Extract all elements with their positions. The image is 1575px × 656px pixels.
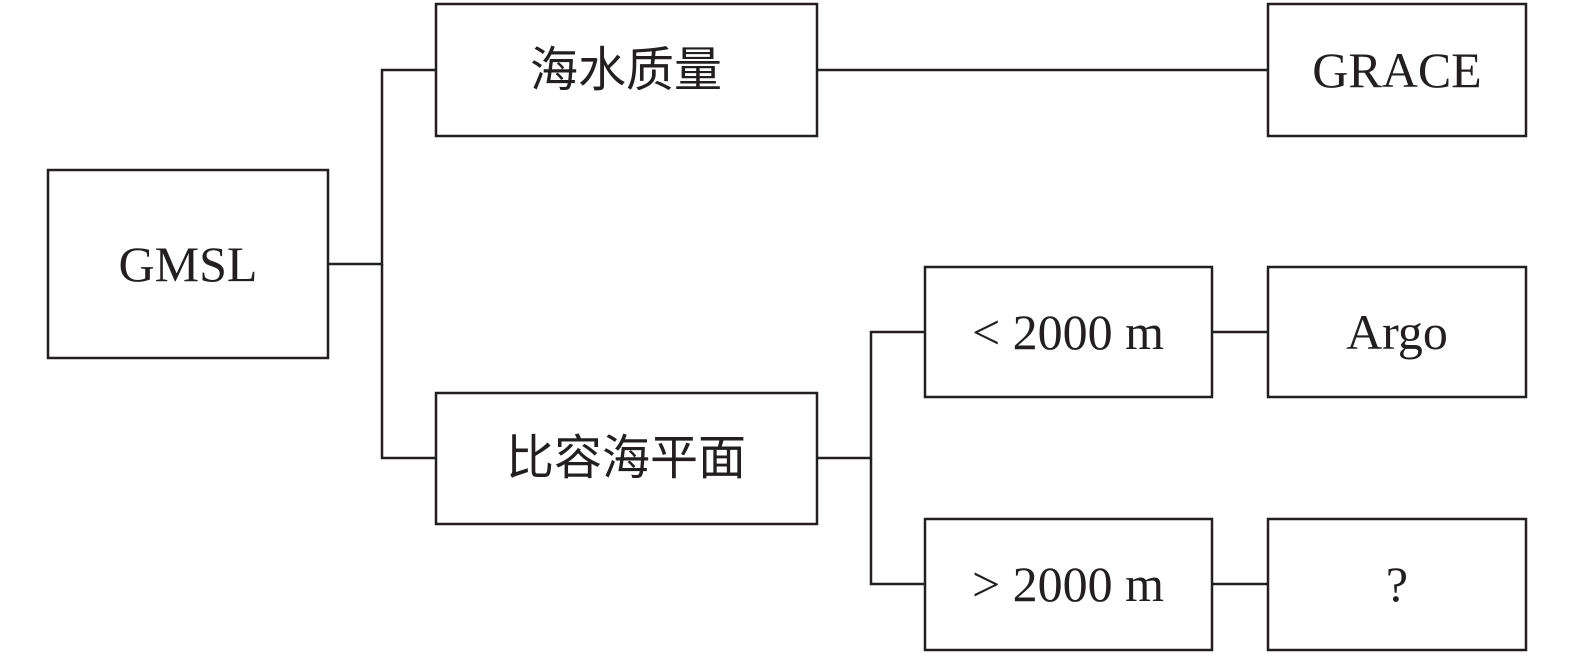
node-steric-sea-level: 比容海平面 — [434, 391, 819, 526]
connectors — [328, 68, 1268, 586]
node-unknown: ? — [1266, 517, 1528, 652]
node-ocean-mass-box — [434, 2, 819, 138]
node-gmsl: GMSL — [46, 168, 330, 360]
node-ocean-mass-label: 海水质量 — [530, 42, 722, 98]
node-grace-box — [1266, 2, 1528, 138]
node-deep: > 2000 m — [923, 517, 1214, 652]
node-gmsl-box — [46, 168, 330, 360]
node-argo-box — [1266, 265, 1528, 399]
node-argo-label: Argo — [1346, 304, 1448, 360]
node-deep-label: > 2000 m — [972, 556, 1164, 612]
connector-root-to-steric — [380, 264, 436, 460]
node-argo: Argo — [1266, 265, 1528, 399]
node-gmsl-label: GMSL — [119, 236, 258, 292]
node-grace: GRACE — [1266, 2, 1528, 138]
node-steric-sea-level-label: 比容海平面 — [506, 430, 746, 486]
node-shallow-label: < 2000 m — [972, 304, 1164, 360]
node-ocean-mass: 海水质量 — [434, 2, 819, 138]
connector-steric-to-shallow — [817, 330, 925, 460]
connector-root-to-ocean-mass — [328, 68, 436, 266]
node-steric-sea-level-box — [434, 391, 819, 526]
node-deep-box — [923, 517, 1214, 652]
node-unknown-label: ? — [1386, 556, 1408, 612]
node-unknown-box — [1266, 517, 1528, 652]
node-shallow-box — [923, 265, 1214, 399]
node-grace-label: GRACE — [1312, 42, 1481, 98]
connector-steric-to-deep — [869, 458, 925, 586]
node-shallow: < 2000 m — [923, 265, 1214, 399]
